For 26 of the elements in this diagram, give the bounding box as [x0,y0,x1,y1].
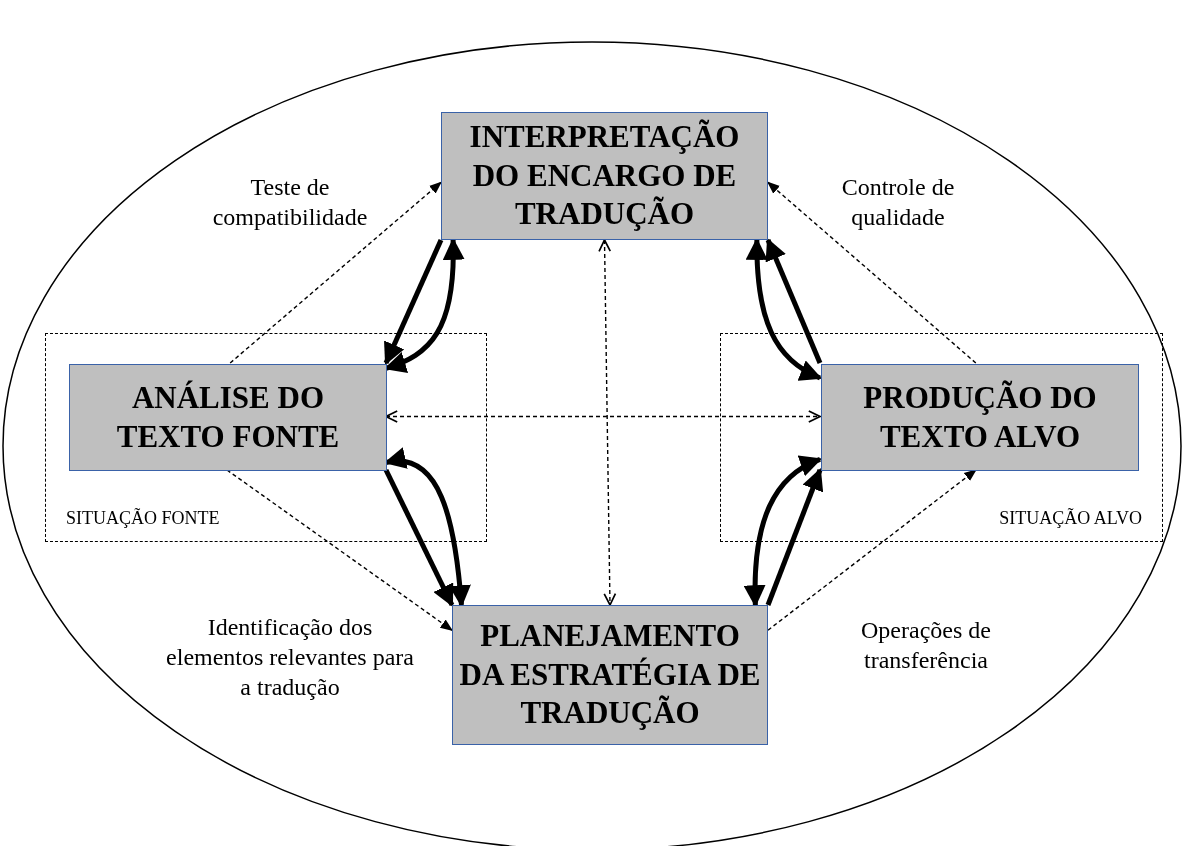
process-box [821,364,1139,471]
box-label: INTERPRETAÇÃO DO ENCARGO DE TRADUÇÃO [468,117,741,234]
dashed-arrow [767,181,977,364]
bold-arrow [383,468,455,607]
box-label: PRODUÇÃO DO TEXTO ALVO [862,378,1098,456]
bold-arrow [765,237,823,364]
dashed-arrow [767,469,977,631]
bold-arrow [765,467,824,606]
process-box [452,605,768,745]
process-box [441,112,768,240]
process-box [69,364,387,471]
dashed-arrow [229,181,442,364]
dashed-arrow [226,469,454,631]
edge-label: Operações de transferência [860,616,992,675]
frame-label: SITUAÇÃO FONTE [66,508,220,529]
box-label: PLANEJAMENTO DA ESTRATÉGIA DE TRADUÇÃO [458,616,762,733]
situation-frame [45,333,487,542]
frame-label: SITUAÇÃO ALVO [999,508,1142,529]
situation-frame [720,333,1163,542]
edge-label: Teste de compatibilidade [211,173,369,232]
edge-label: Identificação dos elementos relevantes para a tradução [165,613,415,702]
box-label: ANÁLISE DO TEXTO FONTE [115,378,341,456]
bold-arrow [383,239,444,365]
dashed-arrow [385,410,821,423]
edge-label: Controle de qualidade [840,173,956,232]
dashed-arrow [598,239,617,606]
